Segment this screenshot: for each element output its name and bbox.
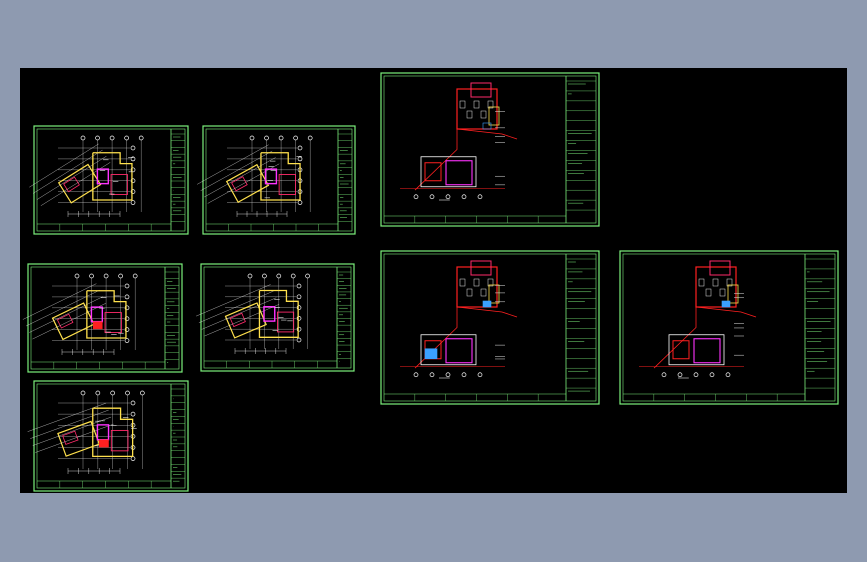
floor-plan-sheet-3[interactable] [22, 263, 183, 373]
floor-plan-sheet-5[interactable] [27, 380, 189, 492]
floor-plan-sheet-4[interactable] [196, 263, 355, 372]
floor-plan-sheet-2[interactable] [197, 125, 356, 235]
elevation-sheet-1[interactable] [380, 72, 600, 227]
cad-drawing-viewport[interactable] [20, 68, 847, 493]
elevation-sheet-2[interactable] [380, 250, 600, 405]
floor-plan-sheet-1[interactable] [29, 125, 189, 235]
cad-drawing-canvas[interactable] [20, 68, 847, 493]
elevation-sheet-3[interactable] [619, 250, 839, 405]
